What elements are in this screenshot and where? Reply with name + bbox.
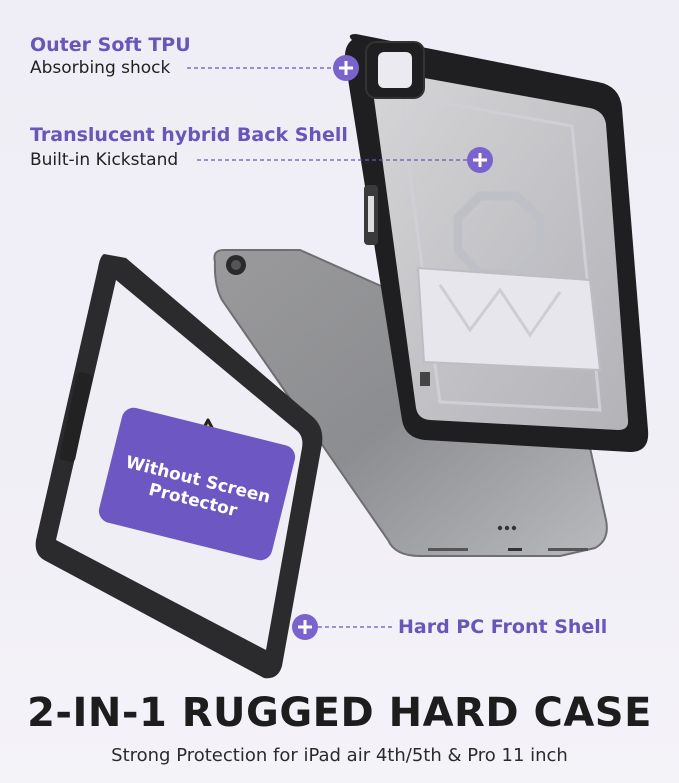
annotation-outer-tpu-subtitle: Absorbing shock (30, 58, 171, 78)
plus-marker-front-shell[interactable] (292, 614, 318, 640)
plus-marker-outer-tpu[interactable] (333, 55, 359, 81)
annotation-back-shell-title: Translucent hybrid Back Shell (30, 124, 348, 146)
subline: Strong Protection for iPad air 4th/5th &… (111, 745, 568, 766)
annotation-front-shell-title: Hard PC Front Shell (398, 616, 608, 638)
annotation-back-shell-subtitle: Built-in Kickstand (30, 150, 179, 170)
annotation-outer-tpu-title: Outer Soft TPU (30, 34, 191, 56)
plus-marker-back-shell[interactable] (467, 147, 493, 173)
headline: 2-IN-1 RUGGED HARD CASE (27, 690, 652, 736)
